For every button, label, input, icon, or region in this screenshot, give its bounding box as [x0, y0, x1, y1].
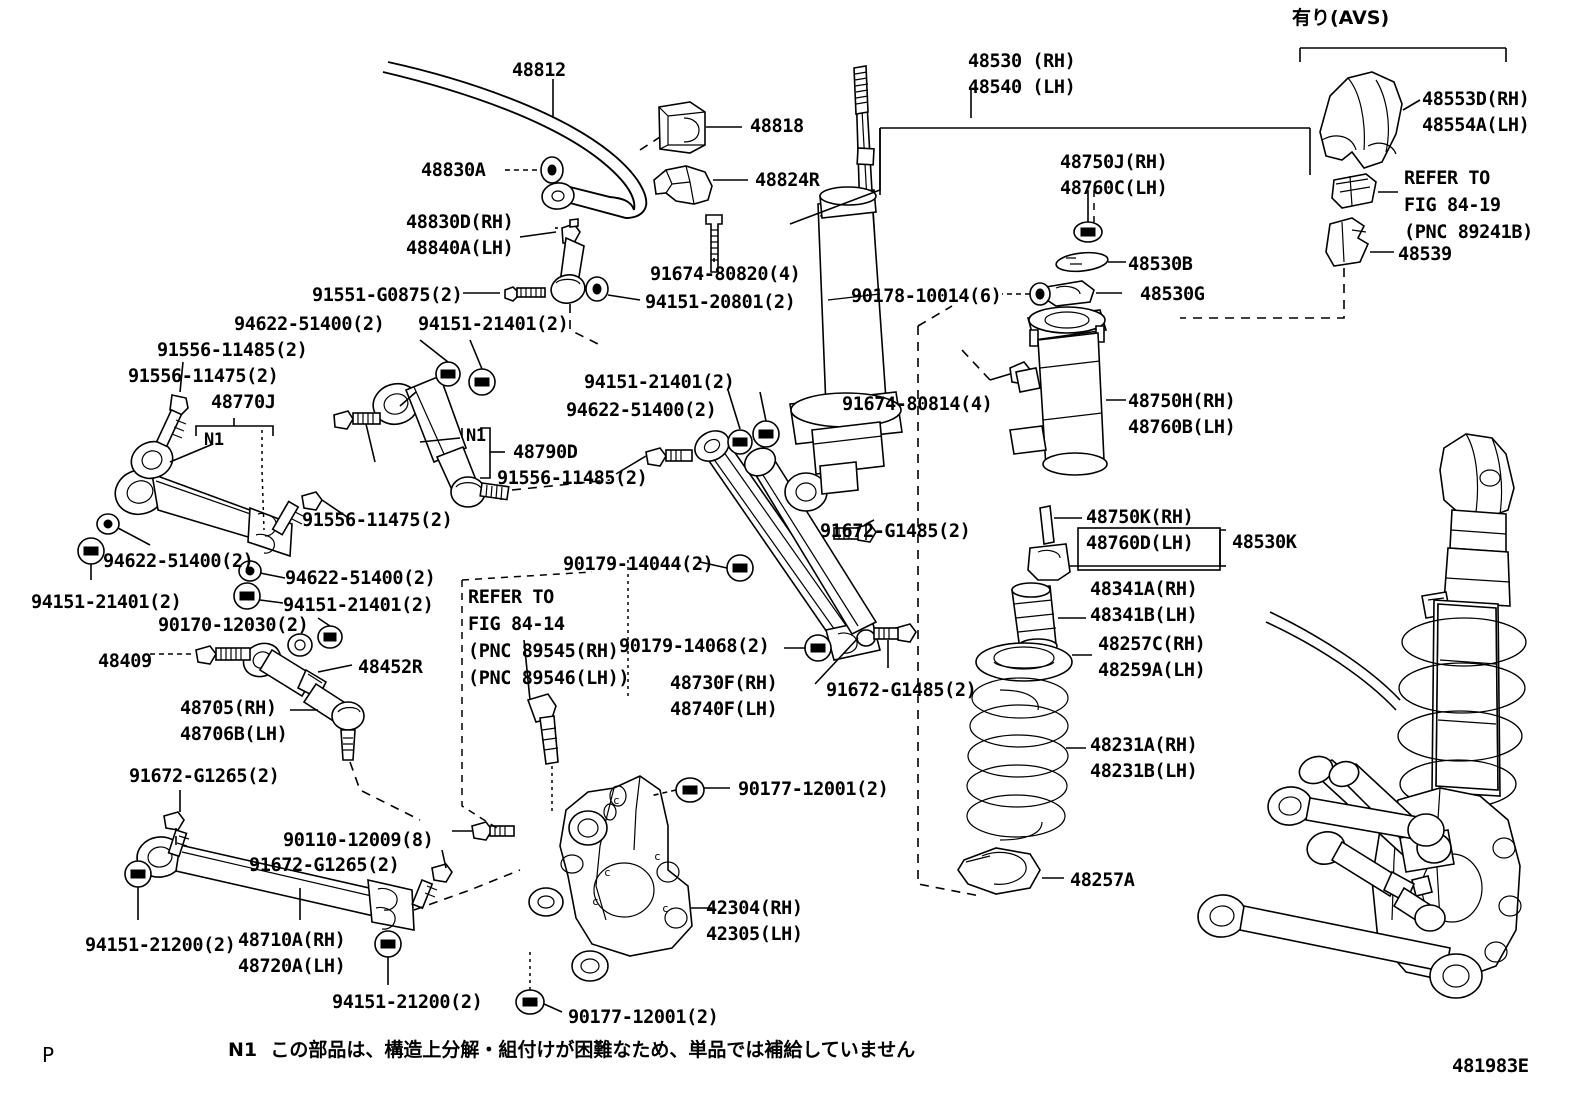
- label-bolt-91556-11485-b: 91556-11485(2): [497, 468, 648, 489]
- label-bolt-90179-14068: 90179-14068(2): [619, 636, 770, 657]
- label-kit-48530k: 48530K: [1232, 532, 1297, 553]
- label-n1-upper-arm: N1: [204, 430, 224, 450]
- label-coil-spring: 48231A(RH) 48231B(LH): [1090, 735, 1198, 782]
- label-avs-bracket: 48553D(RH) 48554A(LH): [1422, 89, 1530, 136]
- label-n1-trailing-arm: N1: [466, 426, 486, 446]
- page-marker: P: [42, 1043, 55, 1067]
- label-washer-94622-51400-b: 94622-51400(2): [103, 551, 254, 572]
- svg-text:c: c: [662, 902, 669, 915]
- label-washer-48530b: 48530B: [1128, 254, 1193, 275]
- svg-text:c: c: [604, 866, 611, 879]
- label-bolt-91674-80814: 91674-80814(4): [842, 394, 993, 415]
- label-toe-arm-assy: 48705(RH) 48706B(LH): [180, 698, 288, 745]
- label-collar-48750k: 48750K(RH) 48760D(LH): [1086, 507, 1194, 554]
- label-strut-nut-assy: 48750J(RH) 48760C(LH): [1060, 152, 1168, 199]
- label-stabilizer-link: 48830D(RH) 48840A(LH): [406, 212, 514, 259]
- label-lower-arm-assy: 48710A(RH) 48720A(LH): [238, 930, 346, 977]
- label-nut-90178-10014: 90178-10014(6): [851, 286, 1002, 307]
- label-nut-94151-21200-a: 94151-21200(2): [85, 935, 236, 956]
- label-seat-48257a: 48257A: [1070, 870, 1135, 891]
- label-nut-90177-12001-b: 90177-12001(2): [568, 1007, 719, 1028]
- label-stabilizer-link-nut: 48830A: [421, 160, 486, 181]
- label-bolt-91672-g1265-a: 91672-G1265(2): [129, 766, 280, 787]
- label-upper-arm-assy: 48770J: [211, 392, 276, 413]
- label-stabilizer-bracket: 48824R: [755, 170, 820, 191]
- label-bolt-91672-g1485-b: 91672-G1485(2): [826, 680, 977, 701]
- label-bumper-48341a: 48341A(RH) 48341B(LH): [1090, 579, 1198, 626]
- label-refer-fig-84-14: REFER TO FIG 84-14 (PNC 89545(RH) (PNC 8…: [468, 587, 630, 689]
- svg-text:c: c: [613, 794, 620, 807]
- label-avs-header: 有り(AVS): [1292, 7, 1390, 29]
- svg-text:c: c: [654, 850, 661, 863]
- label-stabilizer-bushing: 48818: [750, 116, 804, 137]
- svg-text:c: c: [592, 895, 599, 908]
- label-toe-arm-48452r: 48452R: [358, 657, 423, 678]
- footnote-n1: N1 この部品は、構造上分解・組付けが困難なため、単品では補給していません: [228, 1039, 916, 1061]
- label-nut-94151-21401-e: 94151-21401(2): [584, 372, 735, 393]
- label-bolt-91674-80820: 91674-80820(4): [650, 264, 801, 285]
- label-bolt-90170-12030: 90170-12030(2): [158, 615, 309, 636]
- label-refer-fig-84-19: REFER TO FIG 84-19 (PNC 89241B): [1404, 168, 1533, 243]
- label-washer-94622-51400-e: 94622-51400(2): [566, 400, 717, 421]
- label-bolt-91672-g1485-a: 91672-G1485(2): [820, 521, 971, 542]
- label-washer-94622-51400-c: 94622-51400(2): [285, 568, 436, 589]
- label-bolt-90179-14044: 90179-14044(2): [563, 554, 714, 575]
- label-shock-absorber: 48530 (RH) 48540 (LH): [968, 51, 1076, 98]
- label-stabilizer-bar: 48812: [512, 60, 566, 81]
- label-clamp-48539: 48539: [1398, 244, 1452, 265]
- label-nut-94151-21200-b: 94151-21200(2): [332, 992, 483, 1013]
- label-cushion-48530g: 48530G: [1140, 284, 1205, 305]
- label-trailing-arm-assy: 48790D: [513, 442, 578, 463]
- label-nut-94151-20801: 94151-20801(2): [645, 292, 796, 313]
- label-nut-94151-21401-c: 94151-21401(2): [283, 595, 434, 616]
- label-strut-support: 48750H(RH) 48760B(LH): [1128, 391, 1236, 438]
- figure-code: 481983E: [1452, 1055, 1529, 1077]
- label-nut-90177-12001-a: 90177-12001(2): [738, 779, 889, 800]
- label-seat-48257c: 48257C(RH) 48259A(LH): [1098, 634, 1206, 681]
- label-no2-arm-assy: 48730F(RH) 48740F(LH): [670, 673, 778, 720]
- label-washer-94622-51400-a: 94622-51400(2): [234, 314, 385, 335]
- label-bolt-90110-12009: 90110-12009(8): [283, 830, 434, 851]
- label-knuckle: 42304(RH) 42305(LH): [706, 898, 803, 945]
- label-cam-48409: 48409: [98, 651, 152, 672]
- label-bolt-91556-11475-b: 91556-11475(2): [302, 510, 453, 531]
- label-bolt-91556-11475-a: 91556-11475(2): [128, 366, 279, 387]
- label-nut-94151-21401-b: 94151-21401(2): [31, 592, 182, 613]
- label-nut-94151-21401-a: 94151-21401(2): [418, 314, 569, 335]
- label-bolt-91551-g0875: 91551-G0875(2): [312, 285, 463, 306]
- label-bolt-91556-11485-a: 91556-11485(2): [157, 340, 308, 361]
- label-bolt-91672-g1265-b: 91672-G1265(2): [249, 855, 400, 876]
